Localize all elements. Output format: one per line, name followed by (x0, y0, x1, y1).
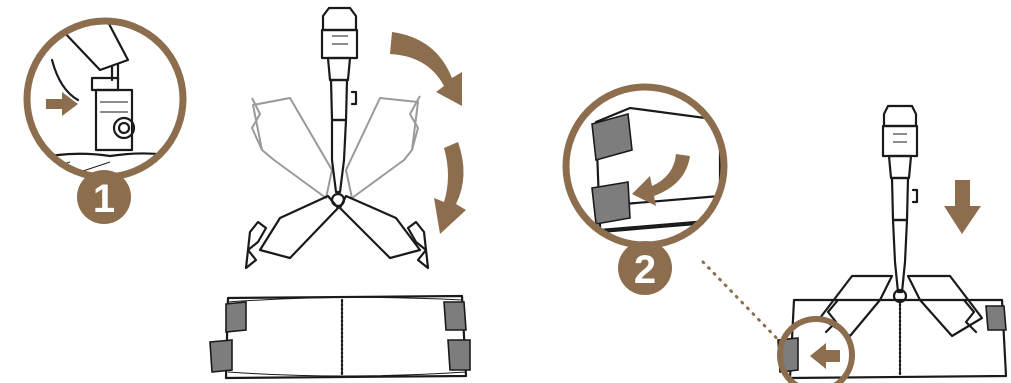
leader-line (703, 262, 790, 352)
step-1-badge: 1 (77, 170, 131, 224)
curved-arrow-down-icon (390, 32, 462, 106)
folding-mop-illustration (246, 8, 466, 268)
installed-mop-illustration (778, 106, 1006, 383)
mop-pad (210, 296, 470, 378)
step-2-badge: 2 (618, 241, 672, 295)
step-1-detail: 1 (27, 21, 185, 224)
step-2-detail: 2 (566, 87, 724, 295)
arrow-down-icon (944, 180, 981, 234)
curved-arrow-down-icon (434, 142, 466, 234)
step-2-number: 2 (634, 248, 656, 292)
step-1-number: 1 (93, 177, 115, 221)
arrow-left-icon (810, 343, 840, 369)
